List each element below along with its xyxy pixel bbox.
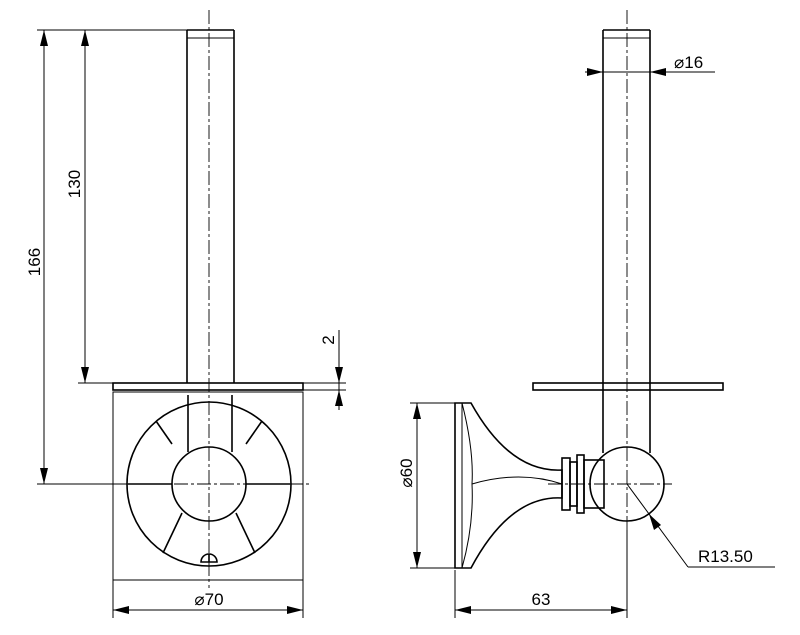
front-rod (186, 29, 235, 383)
side-view (454, 10, 724, 569)
dim-flange-thickness-label: 2 (319, 335, 338, 344)
dim-bracket-diameter: ⌀60 (397, 402, 455, 569)
dim-total-height: 166 (25, 29, 187, 485)
dim-rod-diameter: ⌀16 (585, 53, 715, 76)
dim-total-height-label: 166 (25, 248, 44, 276)
dim-ball-radius-label: R13.50 (698, 547, 753, 566)
front-base-square (112, 391, 304, 581)
dim-base-diameter-label: ⌀70 (194, 590, 223, 609)
dim-projection-label: 63 (532, 590, 551, 609)
front-shelf-plate (112, 382, 304, 391)
front-view (105, 10, 312, 588)
dim-ball-radius: R13.50 (626, 483, 775, 568)
dim-projection: 63 (454, 530, 628, 618)
side-shelf-plate (532, 382, 724, 391)
dim-rod-height-label: 130 (65, 170, 84, 198)
side-wall-bracket (454, 402, 563, 569)
dim-base-diameter: ⌀70 (112, 580, 304, 618)
dim-rod-height: 130 (65, 30, 113, 384)
dim-flange-thickness: 2 (303, 330, 346, 410)
dim-rod-diameter-label: ⌀16 (674, 53, 703, 72)
dim-bracket-diameter-label: ⌀60 (397, 458, 416, 487)
